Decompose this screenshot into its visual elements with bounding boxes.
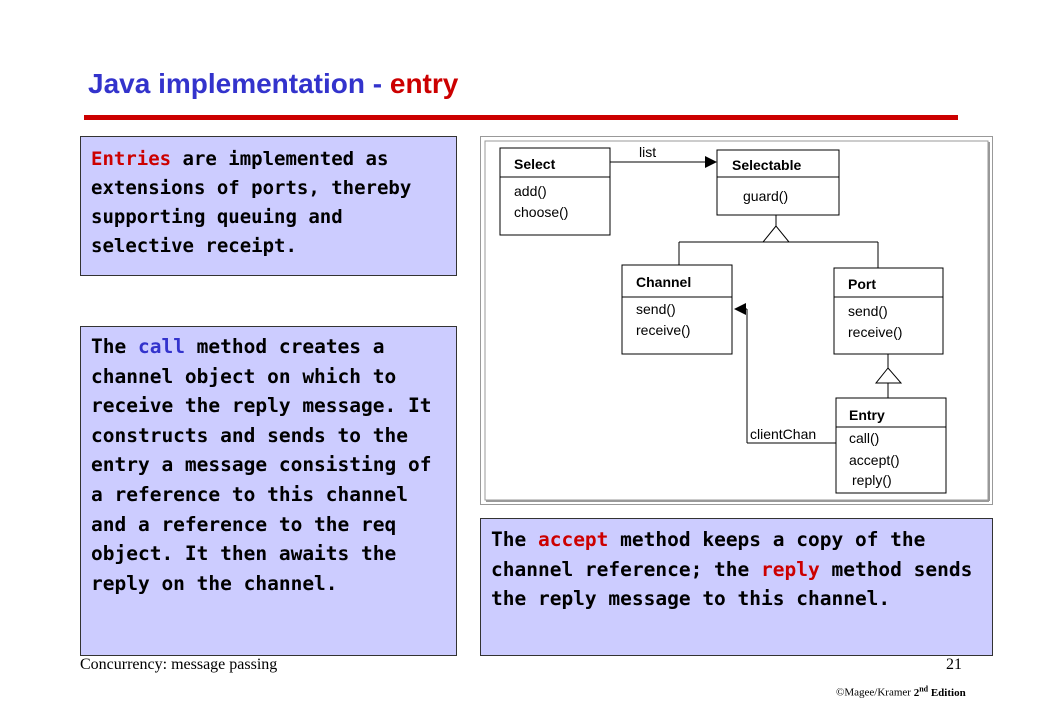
class-selectable-name: Selectable bbox=[732, 157, 801, 173]
class-select-method: add() bbox=[514, 183, 547, 199]
copyright-edition-number: 2 bbox=[913, 686, 920, 699]
slide-title-highlight: entry bbox=[389, 68, 459, 99]
copyright-edition-suffix: Edition bbox=[928, 686, 966, 699]
association-clientchan-arrowhead bbox=[734, 303, 746, 315]
entries-description-box: Entries are implemented as extensions of… bbox=[80, 136, 457, 276]
copyright-prefix: ©Magee/Kramer bbox=[836, 686, 914, 699]
class-entry-method: accept() bbox=[849, 452, 900, 468]
class-selectable: Selectable guard() bbox=[716, 149, 840, 216]
class-entry-name: Entry bbox=[849, 407, 885, 423]
accept-keyword: accept bbox=[537, 528, 609, 551]
class-port-box bbox=[833, 267, 944, 355]
generalization-triangle-port bbox=[874, 367, 903, 384]
call-pre-text: The bbox=[91, 335, 138, 358]
class-channel-method: send() bbox=[636, 301, 676, 317]
association-list-label: list bbox=[639, 144, 656, 160]
class-channel-name: Channel bbox=[636, 274, 691, 290]
class-port-method: receive() bbox=[848, 324, 902, 340]
class-channel-method: receive() bbox=[636, 322, 690, 338]
class-entry-method: call() bbox=[849, 430, 879, 446]
title-underline bbox=[84, 115, 958, 120]
class-select-name: Select bbox=[514, 156, 556, 172]
accept-mid-text: method keeps a copy of the channel refer… bbox=[491, 528, 926, 581]
accept-post-text: method sends the reply message to this c… bbox=[491, 557, 973, 611]
class-port: Port send() receive() bbox=[833, 267, 944, 355]
class-selectable-method: guard() bbox=[743, 188, 788, 204]
footer-course-title: Concurrency: message passing bbox=[80, 656, 278, 673]
class-entry-box bbox=[835, 397, 947, 494]
page-number: 21 bbox=[946, 656, 962, 673]
entries-keyword: Entries bbox=[91, 148, 172, 170]
call-keyword: call bbox=[137, 335, 185, 358]
slide-title: Java implementation - entry bbox=[88, 68, 458, 100]
class-entry: Entry call() accept() reply() bbox=[835, 397, 947, 494]
association-clientchan-label: clientChan bbox=[750, 426, 816, 442]
copyright-edition-sup: nd bbox=[919, 684, 929, 693]
generalization-triangle-selectable bbox=[761, 225, 791, 243]
class-channel: Channel send() receive() bbox=[621, 264, 733, 355]
reply-keyword: reply bbox=[761, 557, 820, 581]
class-selectable-box bbox=[716, 149, 840, 216]
accept-reply-description-box: The accept method keeps a copy of the ch… bbox=[480, 518, 993, 656]
class-channel-box bbox=[621, 264, 733, 355]
class-select-method: choose() bbox=[514, 204, 568, 220]
uml-diagram-canvas: Select add() choose() list Selectable gu… bbox=[484, 140, 990, 502]
class-select-box bbox=[499, 147, 611, 236]
slide-title-main: Java implementation - bbox=[88, 68, 390, 99]
class-select: Select add() choose() bbox=[499, 147, 611, 236]
association-list-arrowhead bbox=[705, 156, 717, 168]
copyright-notice: ©Magee/Kramer 2nd Edition bbox=[836, 684, 966, 699]
class-entry-method: reply() bbox=[852, 472, 892, 488]
accept-pre-text: The bbox=[491, 528, 538, 551]
class-port-method: send() bbox=[848, 303, 888, 319]
uml-class-diagram: Select add() choose() list Selectable gu… bbox=[480, 136, 993, 505]
class-port-name: Port bbox=[848, 276, 876, 292]
entries-text: are implemented as extensions of ports, … bbox=[91, 148, 412, 257]
call-text: method creates a channel object on which… bbox=[91, 335, 432, 595]
call-method-description-box: The call method creates a channel object… bbox=[80, 326, 457, 656]
